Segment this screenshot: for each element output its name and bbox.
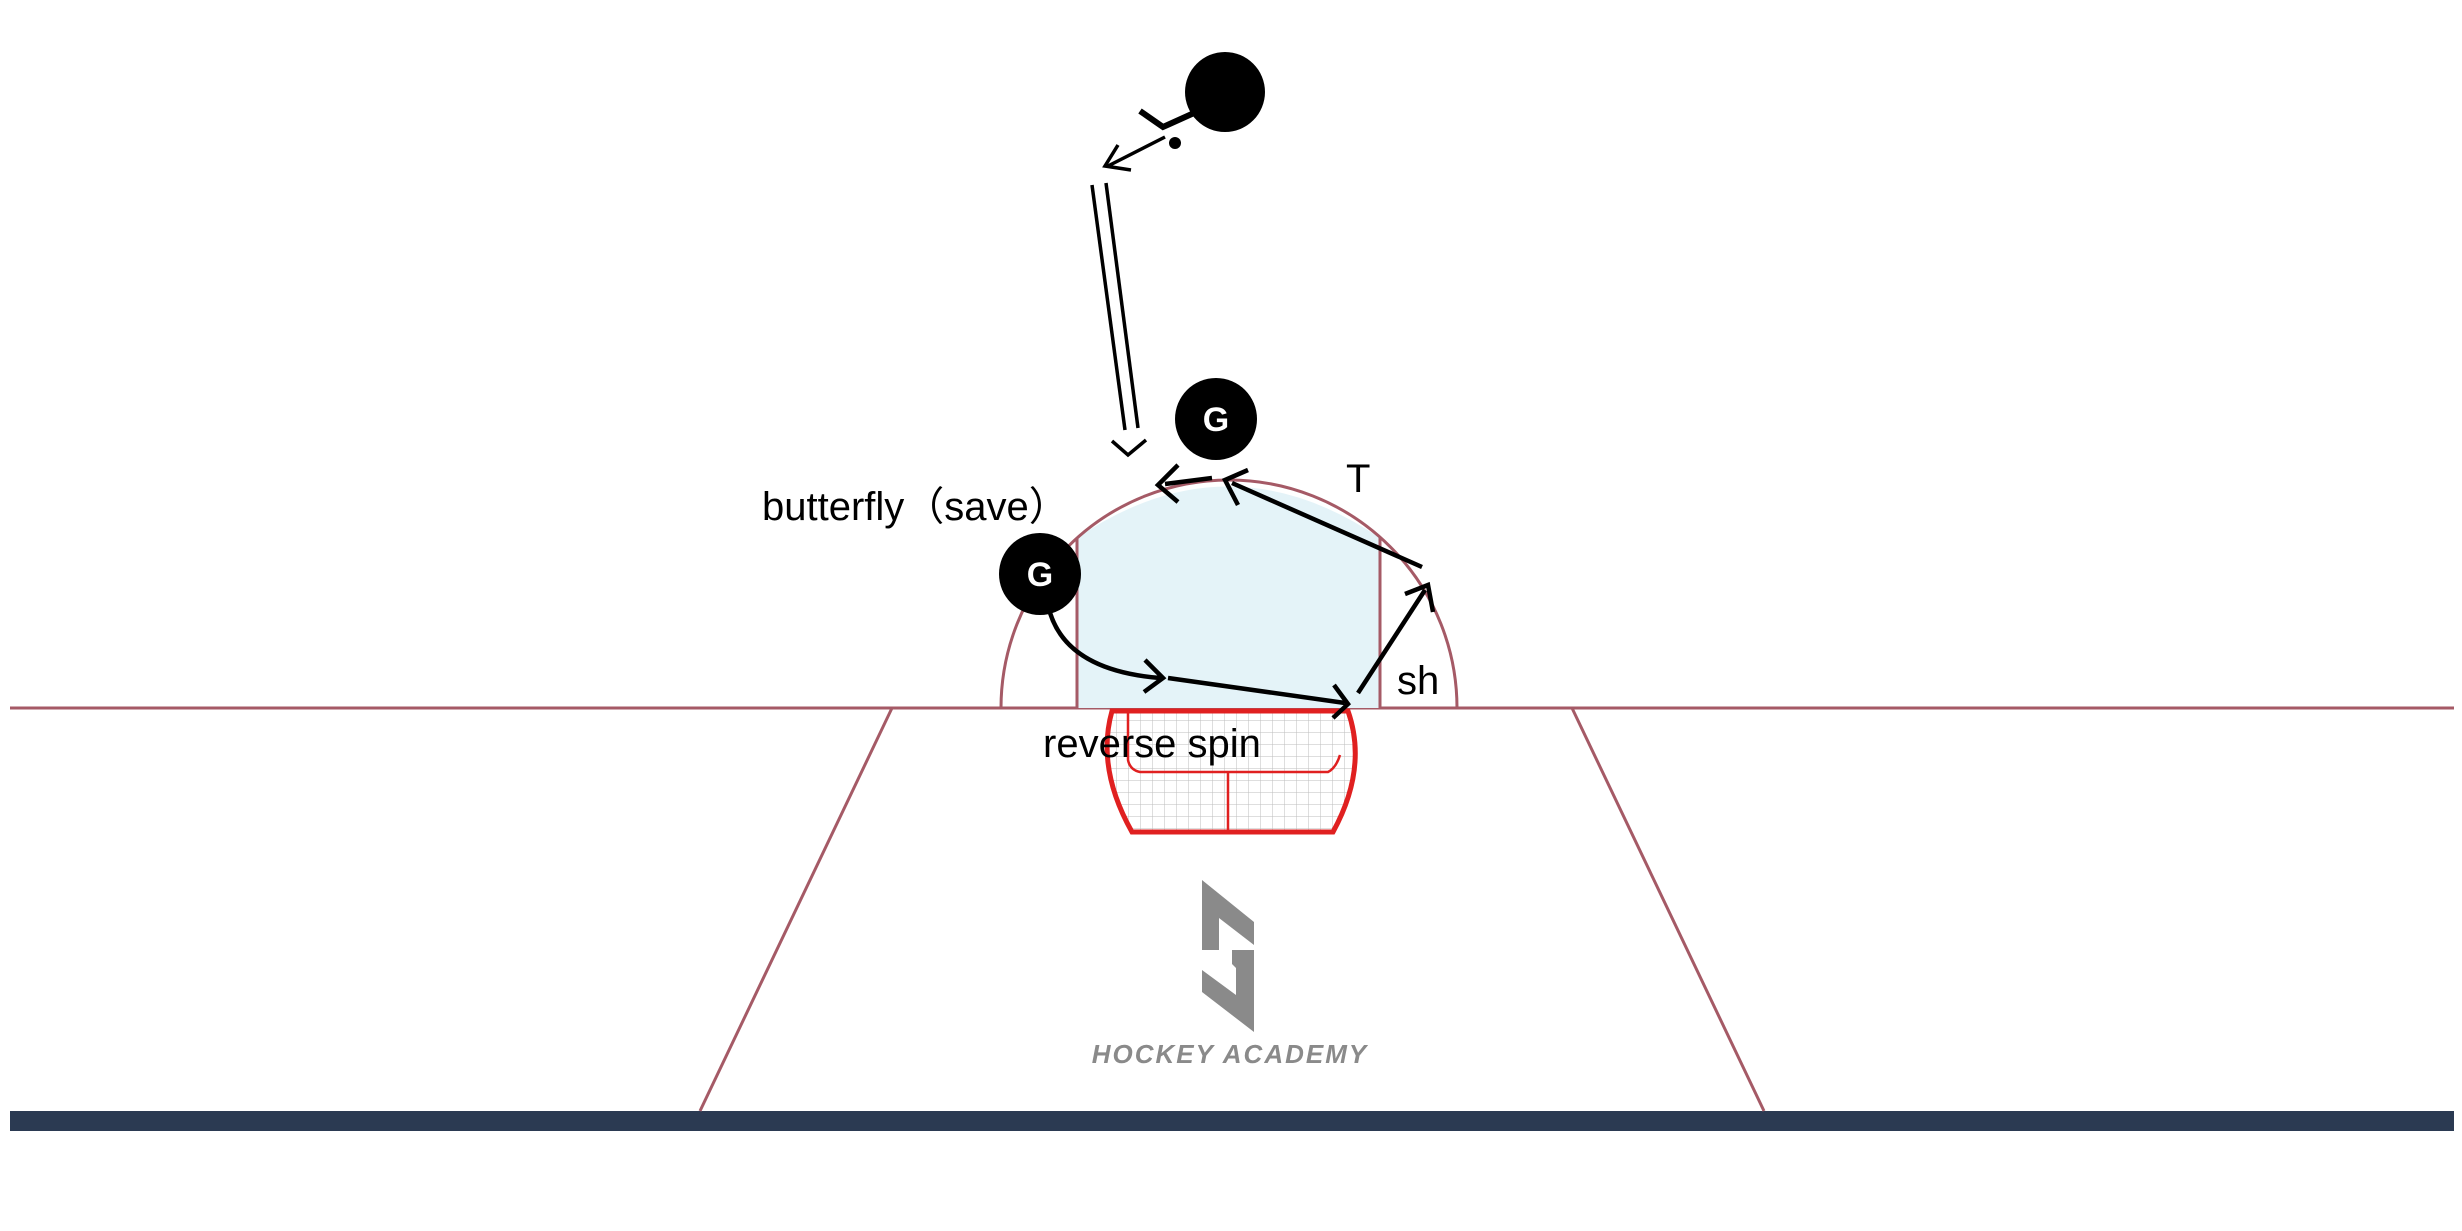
shooter-player [1138,52,1265,149]
goalie-movement-path [1045,463,1436,720]
pass-arrow [1102,135,1166,172]
butterfly-label: butterfly（save） [762,485,1069,529]
shot-path [1090,182,1148,458]
trapezoid-left-line [698,707,894,1112]
goalie-top-label: G [1203,401,1229,439]
academy-logo: HOCKEY ACADEMY [1092,880,1369,1069]
shoot-label: sh [1397,659,1439,703]
puck [1169,137,1181,149]
goalie-left-label: G [1027,556,1053,594]
logo-mark [1202,880,1254,1032]
goalie-left: G [999,533,1081,615]
reverse-spin-label: reverse spin [1043,722,1261,766]
turn-label: T [1346,457,1370,501]
trapezoid-right-line [1570,707,1766,1112]
boards [10,1111,2454,1131]
logo-text: HOCKEY ACADEMY [1092,1039,1369,1069]
goalie-top: G [1175,378,1257,460]
hockey-net [1104,708,1358,835]
